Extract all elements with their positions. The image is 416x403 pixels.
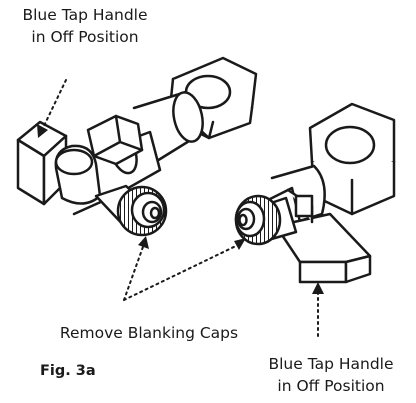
arrowhead-top-handle (37, 124, 48, 138)
figure-caption: Fig. 3a (40, 363, 96, 379)
right-tap-handle (274, 188, 372, 284)
leader-top-handle (41, 79, 67, 131)
leader-caps-right (123, 243, 241, 301)
arrowhead-caps-right (234, 238, 246, 250)
label-top-line2: in Off Position (31, 28, 139, 46)
arrowhead-bottom-handle (312, 282, 324, 294)
left-spindle (54, 144, 102, 205)
label-top-line1: Blue Tap Handle (22, 6, 148, 24)
right-hex-nut (308, 102, 396, 216)
leader-arrowheads (37, 124, 324, 294)
label-bottom-handle: Blue Tap Handle in Off Position (246, 353, 416, 397)
left-valve (16, 56, 258, 237)
leader-lines (41, 79, 319, 337)
label-blanking-caps: Remove Blanking Caps (59, 324, 239, 342)
label-bottom-line1: Blue Tap Handle (268, 355, 394, 373)
right-valve (234, 102, 396, 284)
right-blanking-cap (234, 194, 298, 246)
leader-caps-left (123, 243, 145, 301)
left-blanking-cap (94, 184, 168, 237)
label-bottom-line2: in Off Position (277, 377, 385, 395)
arrowhead-caps-left (138, 236, 149, 249)
label-top-handle: Blue Tap Handle in Off Position (0, 4, 170, 48)
